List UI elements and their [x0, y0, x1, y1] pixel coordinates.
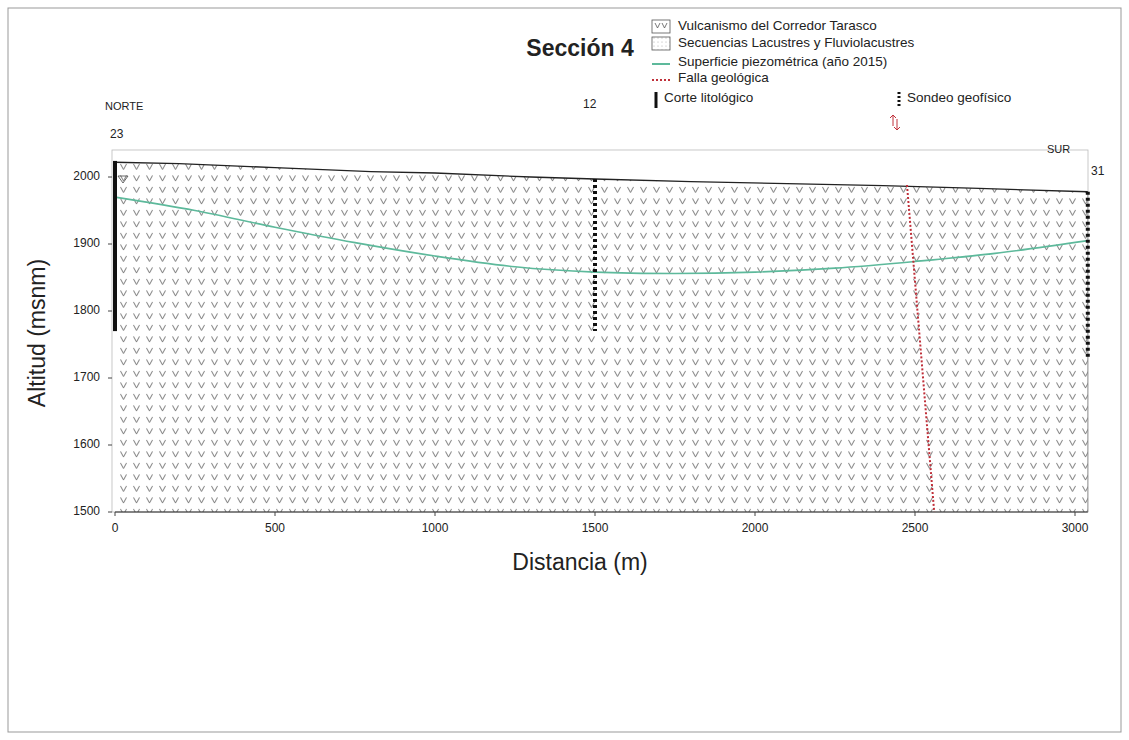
y-tick [108, 244, 112, 245]
y-tick [108, 311, 112, 312]
y-tick [108, 445, 112, 446]
volcanic-unit [115, 162, 1088, 512]
legend-sample [652, 64, 670, 65]
x-tick-label: 2000 [742, 522, 769, 535]
water-level-symbol [118, 176, 128, 183]
x-tick-label: 3000 [1062, 522, 1089, 535]
y-tick [108, 378, 112, 379]
legend-text: Secuencias Lacustres y Fluviolacustres [678, 36, 914, 51]
geological-fault [907, 185, 934, 512]
legend-sample [656, 92, 657, 108]
x-tick [435, 512, 436, 516]
fault-movement-symbol [890, 115, 900, 130]
legend-text: Sondeo geofísico [907, 91, 1011, 106]
legend-text: Falla geológica [678, 71, 769, 86]
x-tick-label: 2500 [902, 522, 929, 535]
y-tick [108, 177, 112, 178]
y-tick [108, 512, 112, 513]
axis-title: Altitud (msnm) [25, 259, 50, 407]
x-tick [115, 512, 116, 516]
outer-frame [8, 8, 1121, 732]
x-tick-label: 1000 [422, 522, 449, 535]
axis-title: Distancia (m) [512, 550, 647, 575]
legend-sample [652, 37, 670, 50]
x-tick [755, 512, 756, 516]
lithologic-log [113, 161, 117, 331]
y-tick-label: 1800 [73, 304, 100, 317]
section-title: Sección 4 [526, 36, 633, 61]
y-tick-label: 1500 [73, 505, 100, 518]
topography [115, 162, 1088, 191]
y-tick-label: 1900 [73, 237, 100, 250]
x-tick [595, 512, 596, 516]
plot-frame [112, 150, 1088, 512]
well-number: 12 [583, 98, 596, 111]
x-tick [1075, 512, 1076, 516]
piezometric-surface [115, 197, 1088, 273]
well-number: 23 [110, 128, 123, 141]
x-tick-label: 0 [112, 522, 119, 535]
x-tick-label: 500 [265, 522, 285, 535]
well-number: 31 [1091, 165, 1104, 178]
legend-sample [652, 80, 670, 81]
y-tick-label: 1600 [73, 438, 100, 451]
x-tick-label: 1500 [582, 522, 609, 535]
direction-label: SUR [1047, 143, 1070, 155]
legend-text: Corte litológico [664, 91, 753, 106]
section-end [1087, 192, 1088, 512]
geophysical-sounding [1086, 192, 1090, 358]
x-tick [275, 512, 276, 516]
x-tick [915, 512, 916, 516]
y-tick-label: 2000 [73, 170, 100, 183]
direction-label: NORTE [105, 100, 143, 112]
section-base [115, 512, 1088, 513]
legend-sample [899, 92, 900, 108]
geophysical-sounding [593, 179, 597, 331]
legend-text: Superficie piezométrica (año 2015) [678, 55, 887, 70]
legend-text: Vulcanismo del Corredor Tarasco [678, 19, 877, 34]
y-tick-label: 1700 [73, 371, 100, 384]
legend-sample [652, 20, 670, 33]
